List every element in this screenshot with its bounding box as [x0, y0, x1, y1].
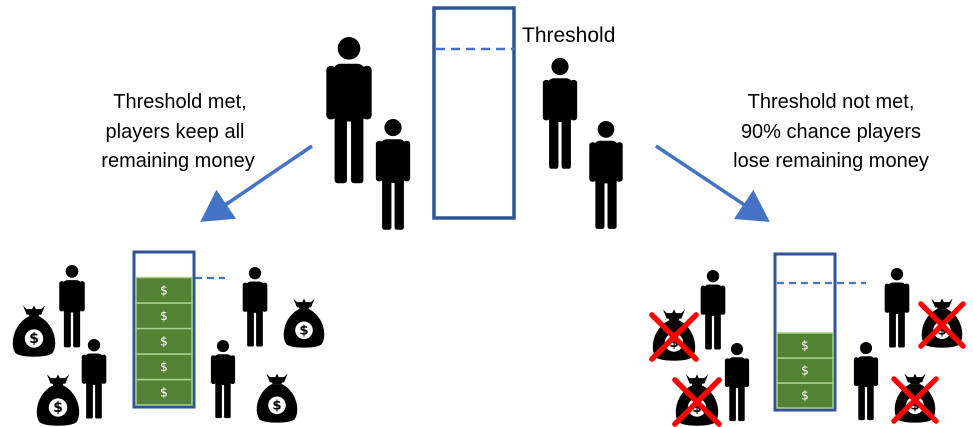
money-cell: [135, 327, 193, 355]
money-bag-icon: [36, 374, 80, 426]
top-players-right: [542, 58, 623, 229]
outcome-met-line: Threshold met,: [113, 91, 246, 113]
outcome-not-met-line: lose remaining money: [733, 150, 929, 172]
person-icon: [884, 268, 910, 348]
outcome-met-line: remaining money: [101, 150, 254, 172]
outcome-not-met-line: 90% chance players: [741, 121, 921, 143]
person-icon: [375, 119, 411, 230]
money-cell-symbol: $: [160, 334, 168, 348]
money-cell-symbol: $: [801, 339, 809, 353]
money-cell-symbol: $: [160, 283, 168, 297]
money-bag-icon: [12, 305, 56, 357]
person-icon: [542, 58, 578, 169]
outcome-not-met-scene: $ $ $: [652, 252, 963, 426]
money-cell-symbol: $: [160, 360, 168, 374]
crossed-money-bag-icon: [652, 309, 696, 360]
money-cell: [135, 302, 193, 330]
money-container: [132, 250, 196, 409]
person-icon: [700, 270, 726, 350]
money-cells: $ $ $: [776, 332, 834, 409]
crossed-money-bag-icon: [894, 373, 936, 423]
person-icon: [589, 121, 623, 229]
person-icon: [59, 265, 85, 348]
money-cell: [776, 382, 834, 409]
money-cell: [135, 353, 193, 381]
money-bag-icon: [256, 373, 298, 423]
money-cell-symbol: $: [160, 309, 168, 323]
person-icon: [853, 342, 879, 421]
crossed-money-bag-icon: [921, 298, 963, 348]
person-icon: [724, 343, 750, 422]
threshold-container: [432, 6, 516, 220]
arrow-icon: [200, 144, 313, 222]
person-icon: [326, 37, 372, 184]
money-cell: [776, 357, 834, 384]
person-icon: [242, 267, 268, 347]
money-bag-icon: [283, 298, 325, 348]
money-cell-symbol: $: [160, 385, 168, 399]
money-cells: $ $ $ $ $: [135, 276, 193, 406]
arrow-icon: [655, 144, 770, 222]
person-icon: [210, 340, 236, 419]
money-cell-symbol: $: [801, 389, 809, 403]
money-container: [773, 252, 837, 412]
threshold-label: Threshold: [522, 24, 615, 47]
money-cell: [135, 378, 193, 406]
outcome-not-met-text: Threshold not met, 90% chance players lo…: [733, 91, 929, 172]
money-cell: [776, 332, 834, 359]
top-players-left: [326, 37, 411, 230]
money-cell: [135, 276, 193, 304]
money-cell-symbol: $: [801, 364, 809, 378]
outcome-not-met-line: Threshold not met,: [748, 91, 915, 113]
outcome-met-line: players keep all: [106, 121, 245, 143]
outcome-met-scene: $ $ $ $ $: [12, 250, 325, 426]
outcome-met-text: Threshold met, players keep all remainin…: [101, 91, 254, 172]
crossed-money-bag-icon: [675, 374, 719, 425]
person-icon: [81, 339, 107, 419]
